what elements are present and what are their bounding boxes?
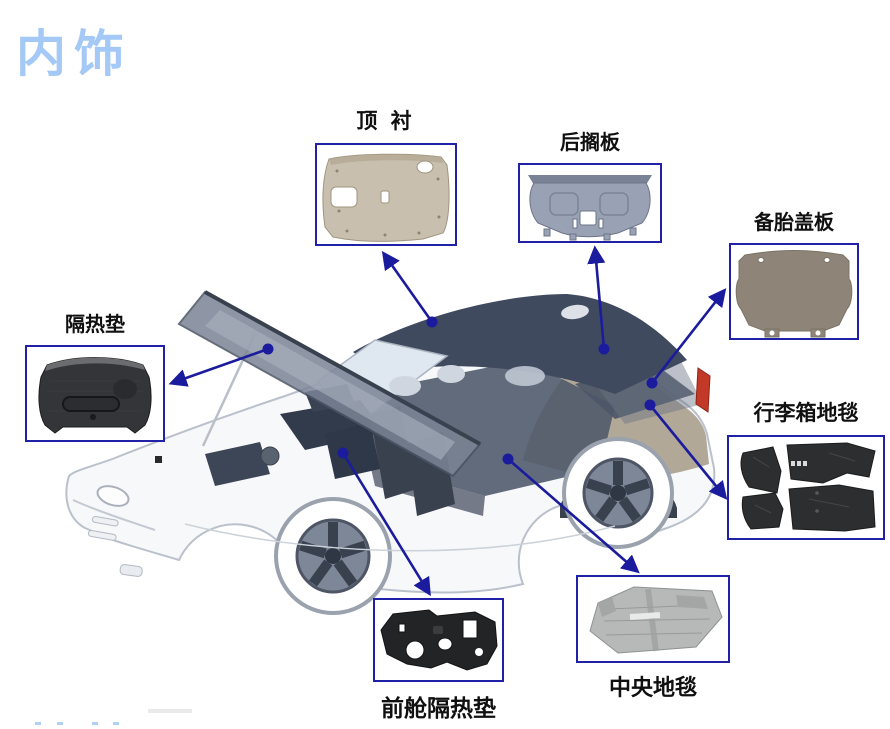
car-strut-tower [260, 446, 280, 466]
part-label-trunk-carpet: 行李箱地毯 [753, 401, 859, 425]
part-frame-headliner [315, 143, 457, 246]
car-front-hub [325, 548, 341, 564]
part-label-front-insulation: 前舱隔热垫 [381, 696, 496, 721]
part-frame-center-carpet [576, 575, 730, 663]
page-edge-smudge [148, 709, 192, 713]
part-label-rear-shelf: 后搁板 [560, 132, 620, 154]
part-label-spare-tire-cover: 备胎盖板 [754, 212, 834, 234]
car-seat [389, 376, 421, 396]
callout-rear-shelf: 后搁板 [518, 132, 662, 243]
callout-spare-tire-cover: 备胎盖板 [729, 212, 859, 340]
rear-shelf-image [528, 175, 652, 241]
car-rear-hub [610, 485, 626, 501]
part-frame-trunk-carpet [727, 435, 885, 540]
car-foglight [119, 564, 143, 577]
car-bumper-line [72, 499, 156, 531]
hood-insulation-image [38, 357, 152, 434]
car-airbox [205, 442, 270, 486]
part-label-center-carpet: 中央地毯 [608, 675, 698, 700]
callout-center-carpet: 中央地毯 [576, 575, 730, 700]
car-rear-seat [505, 366, 545, 386]
callout-front-insulation: 前舱隔热垫 [373, 598, 504, 721]
part-frame-front-insulation [373, 598, 504, 682]
callout-headliner: 顶 衬 [315, 109, 457, 246]
image-artifact [155, 456, 162, 463]
car-headlight [96, 485, 130, 507]
car-taillight [695, 367, 711, 413]
page-edge-artifacts [0, 718, 250, 729]
part-frame-hood-insulation [25, 345, 165, 442]
page-title: 内饰 [16, 26, 132, 82]
trunk-carpet-image [740, 442, 876, 532]
part-frame-rear-shelf [518, 163, 662, 243]
car-grille [91, 515, 119, 527]
car-roof-cutout [561, 304, 589, 320]
callout-hood-insulation: 隔热垫 [25, 314, 165, 442]
spare-tire-cover-image [735, 250, 853, 338]
car-seat [437, 365, 465, 383]
front-insulation-image [380, 609, 498, 671]
callout-trunk-carpet: 行李箱地毯 [727, 401, 885, 540]
car-grille [87, 529, 117, 541]
part-label-hood-insulation: 隔热垫 [65, 314, 125, 336]
part-label-headliner: 顶 衬 [356, 109, 416, 133]
headliner-image [322, 153, 450, 242]
car-hood-edge [204, 290, 481, 446]
center-carpet-image [589, 586, 723, 654]
part-frame-spare-tire-cover [729, 243, 859, 340]
